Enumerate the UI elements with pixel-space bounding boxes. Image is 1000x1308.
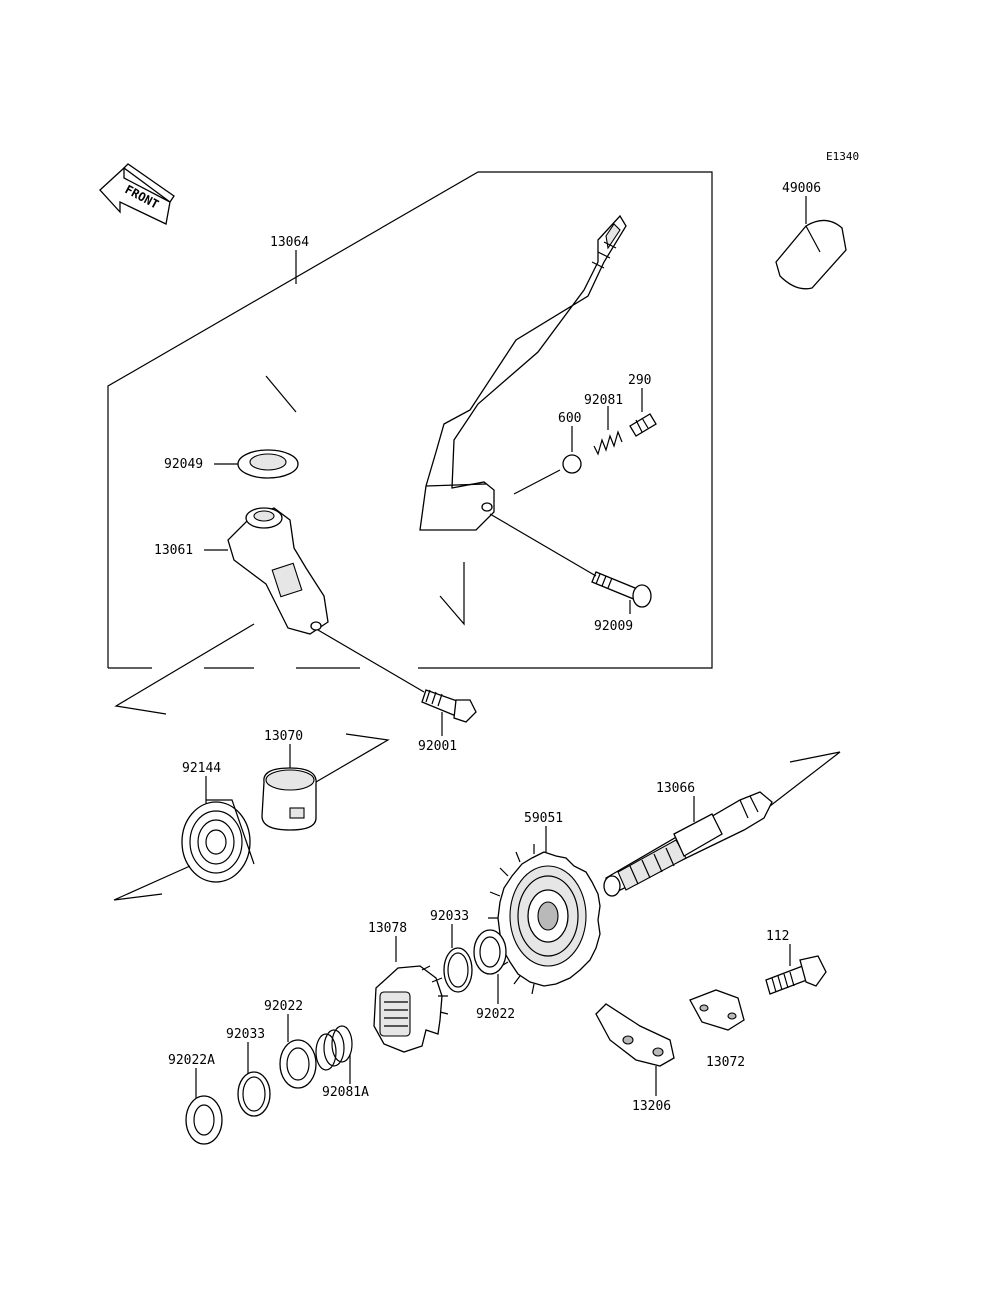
guide-mark — [315, 733, 390, 783]
leader-600-axis — [513, 469, 561, 495]
kick-shaft-part — [603, 791, 773, 897]
kick-spring-part — [181, 799, 255, 883]
part-label: 92081A — [322, 1085, 369, 1100]
guide-mark — [769, 751, 841, 807]
front-arrow-icon: FRONT — [99, 163, 175, 225]
part-label: 92033 — [430, 909, 469, 924]
leader-92001-axis — [317, 629, 425, 693]
kick-arm-part — [227, 507, 329, 635]
part-label: 13072 — [706, 1055, 745, 1070]
part-label: 92022A — [168, 1053, 215, 1068]
part-label: 13078 — [368, 921, 407, 936]
part-label: 92022 — [476, 1007, 515, 1022]
part-label: 112 — [766, 929, 789, 944]
bolt-112-part — [765, 955, 827, 995]
assembly-box — [107, 171, 713, 669]
part-label: 13206 — [632, 1099, 671, 1114]
diagram-code: E1340 — [826, 150, 859, 163]
part-label: 290 — [628, 373, 651, 388]
part-label: 13061 — [154, 543, 193, 558]
part-label: 92022 — [264, 999, 303, 1014]
plate-13206-part — [595, 1003, 675, 1067]
boot-part — [775, 219, 847, 290]
detent-plunger-part — [629, 413, 657, 437]
bolt-92001-part — [421, 689, 477, 723]
part-label: 13064 — [270, 235, 309, 250]
guide-mark — [114, 623, 255, 715]
plate-13072-part — [689, 989, 745, 1031]
spring-92081a-part — [315, 1025, 353, 1071]
part-label: 600 — [558, 411, 581, 426]
detent-spring-part — [593, 430, 623, 456]
washer-upper-part — [473, 929, 507, 975]
part-label: 92033 — [226, 1027, 265, 1042]
part-label: 92009 — [594, 619, 633, 634]
washer-lower-part — [279, 1039, 317, 1089]
washer-92022a-part — [185, 1095, 223, 1145]
leader-92009-axis — [489, 513, 597, 577]
part-label: 92081 — [584, 393, 623, 408]
circlip-upper-part — [443, 947, 473, 993]
circlip-lower-part — [237, 1071, 271, 1117]
part-label: 92001 — [418, 739, 457, 754]
kick-gear-part — [488, 844, 601, 995]
kick-pedal-lever — [419, 214, 627, 531]
part-label: 92144 — [182, 761, 221, 776]
guide-mark — [265, 375, 297, 413]
guide-mark — [439, 562, 465, 626]
part-label: 49006 — [782, 181, 821, 196]
part-label: 59051 — [524, 811, 563, 826]
part-label: 13066 — [656, 781, 695, 796]
guide-mark — [113, 865, 191, 901]
part-label: 13070 — [264, 729, 303, 744]
ratchet-part — [373, 965, 449, 1053]
part-label: 92049 — [164, 457, 203, 472]
guide-collar-part — [261, 767, 317, 831]
detent-ball-part — [562, 454, 582, 474]
bolt-92009-part — [591, 571, 652, 608]
oil-seal-part — [237, 449, 299, 479]
